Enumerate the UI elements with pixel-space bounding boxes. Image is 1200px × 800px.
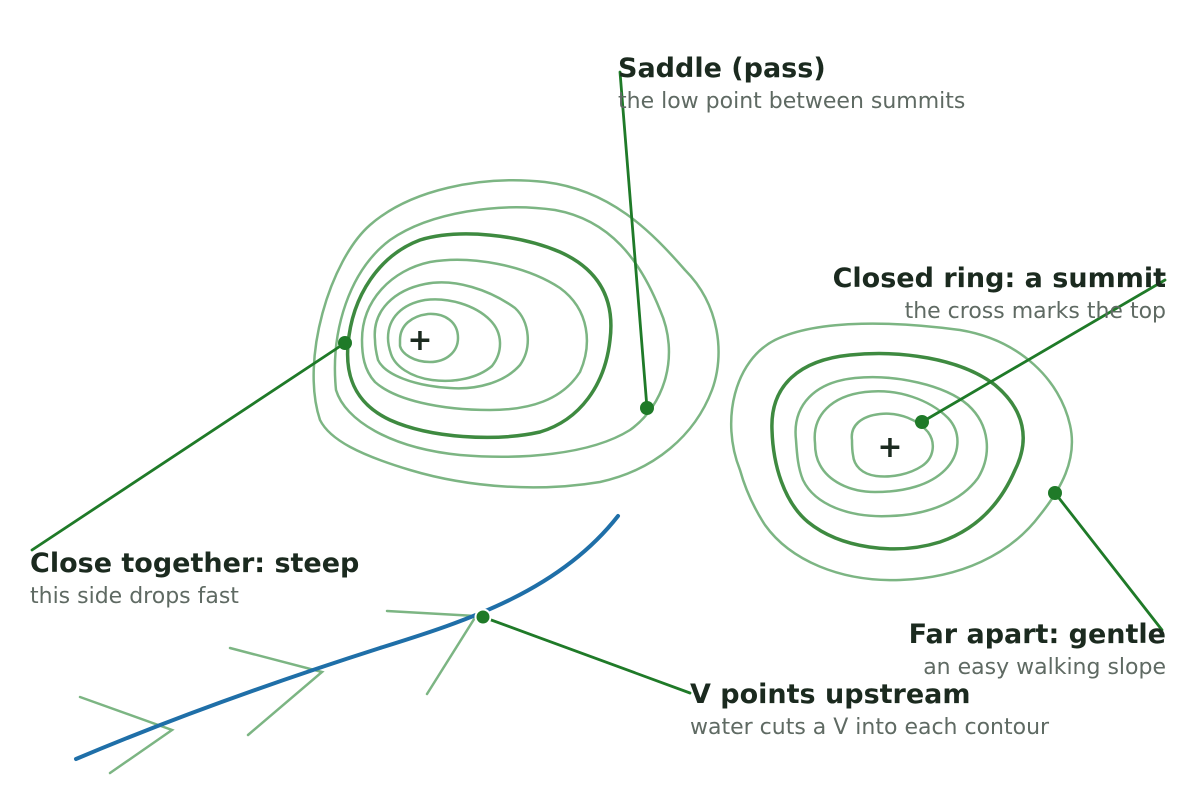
- summit-cross-marker: +: [407, 323, 432, 358]
- contour-line: [794, 375, 989, 518]
- contour-line: [78, 695, 175, 775]
- callout-upstream: V points upstream water cuts a V into ea…: [690, 679, 1050, 740]
- contour-line: [729, 322, 1074, 582]
- contour-line: [850, 412, 935, 478]
- summit-anchor-dot: [915, 415, 929, 429]
- callout-steep: Close together: steep this side drops fa…: [30, 548, 359, 609]
- saddle-leader-line: [618, 70, 649, 410]
- left-hill: [312, 179, 720, 489]
- right-hill: [729, 322, 1074, 582]
- contour-line: [360, 258, 589, 412]
- steep-leader-line: [30, 341, 347, 552]
- index-contour-line: [345, 232, 613, 440]
- callout-subtitle: this side drops fast: [30, 584, 239, 609]
- contour-line: [386, 298, 502, 383]
- callout-subtitle: water cuts a V into each contour: [690, 715, 1050, 740]
- callout-subtitle: the low point between summits: [618, 89, 965, 114]
- anchor-dots: [338, 336, 1062, 626]
- river: [74, 514, 620, 761]
- index-contour-line: [770, 351, 1025, 551]
- callout-title: Saddle (pass): [618, 53, 826, 84]
- callout-subtitle: an easy walking slope: [923, 655, 1166, 680]
- contour-line: [312, 179, 720, 489]
- saddle-anchor-dot: [640, 401, 654, 415]
- gentle-leader-line: [1053, 491, 1164, 632]
- steep-anchor-dot: [338, 336, 352, 350]
- contour-line: [813, 390, 959, 494]
- contour-line: [333, 206, 671, 458]
- callout-title: Far apart: gentle: [909, 619, 1166, 650]
- callout-subtitle: the cross marks the top: [905, 299, 1166, 324]
- upstream-leader-line: [481, 615, 692, 695]
- callout-title: V points upstream: [690, 679, 971, 710]
- leader-lines: [30, 70, 1167, 695]
- callout-summit: Closed ring: a summit the cross marks th…: [833, 263, 1166, 324]
- summit-cross-marker: +: [877, 430, 902, 465]
- upstream-anchor-dot: [474, 608, 492, 626]
- callout-gentle: Far apart: gentle an easy walking slope: [909, 619, 1166, 680]
- contour-line: [228, 646, 325, 737]
- gentle-anchor-dot: [1048, 486, 1062, 500]
- callout-title: Closed ring: a summit: [833, 263, 1166, 294]
- contour-line: [373, 281, 530, 390]
- contour-line: [398, 312, 460, 364]
- contour-line: [385, 609, 479, 696]
- callout-saddle: Saddle (pass) the low point between summ…: [618, 53, 965, 114]
- callout-title: Close together: steep: [30, 548, 359, 579]
- summit-leader-line: [920, 278, 1167, 424]
